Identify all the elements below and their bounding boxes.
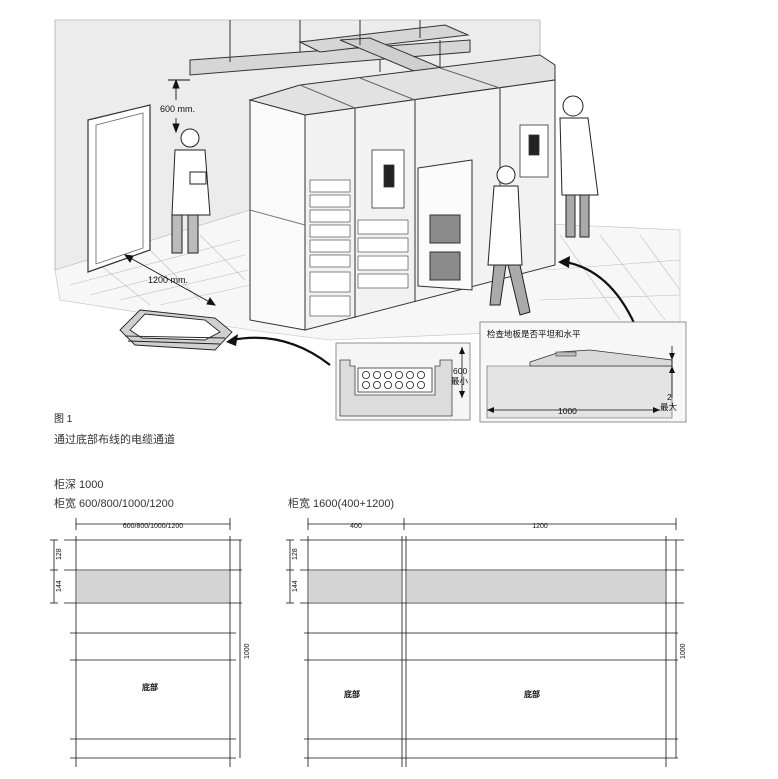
arrow-to-trench (231, 336, 331, 366)
base-plan-right: 400 1200 128 144 1000 底部 底部 (286, 518, 687, 767)
floor-flatness-inset (479, 321, 687, 423)
plan-right-top-dim-right: 1200 (532, 523, 548, 530)
clearance-top-label: 600 mm. (160, 104, 195, 114)
figure-caption: 通过底部布线的电缆通道 (54, 434, 175, 446)
trench-height-note: 最小 (451, 376, 469, 386)
plan-left-right-dim: 1000 (244, 643, 251, 659)
plan-right-right-dim: 1000 (680, 643, 687, 659)
base-plan-left: 600/800/1000/1200 128 144 1000 底部 (50, 518, 251, 767)
plan-right-top-dim-left: 400 (350, 523, 362, 530)
plan-left-dim-a: 128 (56, 548, 63, 560)
clearance-floor-dimension (124, 254, 216, 306)
cabinet-width-label: 柜宽 600/800/1000/1200 (54, 498, 174, 510)
trench-height-value: 600 (453, 366, 467, 376)
engineer-figure-right (559, 95, 599, 238)
floor-inset-title: 检查地板是否平坦和水平 (487, 329, 581, 339)
clearance-top-dimension (168, 78, 190, 134)
switchgear-room-illustration: 600 mm. (54, 19, 687, 423)
floor-tolerance-note: 最大 (660, 402, 678, 412)
cable-tray (189, 20, 471, 83)
door (87, 104, 151, 273)
plan-right-base-label-right: 底部 (523, 689, 540, 699)
drawer-modules (309, 179, 409, 317)
breaker-panels (371, 124, 549, 209)
arrow-to-floor-inset (564, 260, 637, 326)
clearance-floor-label: 1200 mm. (148, 275, 188, 285)
open-cabinet-door (417, 159, 473, 291)
floor-cable-trench (119, 309, 233, 351)
cabinet-depth-label: 柜深 1000 (54, 479, 104, 491)
engineer-figure-middle (487, 165, 531, 316)
plan-left-dim-b: 144 (56, 580, 63, 592)
engineer-figure-left (171, 128, 211, 254)
cabinet-width-label-2: 柜宽 1600(400+1200) (288, 498, 395, 510)
plan-right-dim-a: 128 (292, 548, 299, 560)
figure-label: 图 1 (54, 414, 73, 425)
plan-left-base-label: 底部 (141, 682, 158, 692)
plan-left-top-dim: 600/800/1000/1200 (123, 523, 183, 530)
floor-length-value: 1000 (558, 406, 577, 416)
plan-right-base-label-left: 底部 (343, 689, 360, 699)
trench-inset (335, 342, 471, 421)
plan-right-dim-b: 144 (292, 580, 299, 592)
floor-tolerance-value: 2 (667, 392, 672, 402)
